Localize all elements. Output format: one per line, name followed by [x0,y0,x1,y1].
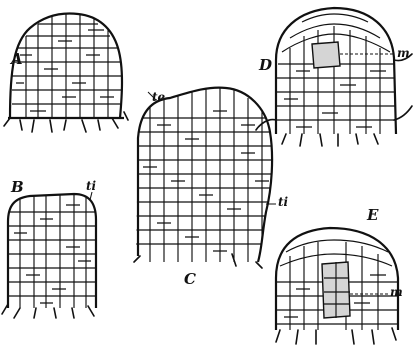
panel-label-b: B [11,180,24,195]
panel-b-specimen [2,192,96,318]
annotation-m-d: m [397,47,410,59]
panel-label-a: A [11,52,23,67]
panel-a-specimen [4,12,128,132]
annotation-te: te [152,91,165,103]
panel-c-specimen [134,86,276,268]
panel-e-specimen [276,228,398,344]
panel-label-e: E [367,208,378,223]
panel-d-specimen [256,8,412,146]
annotation-ti-c: ti [278,196,288,208]
panel-label-d: D [259,58,272,73]
annotation-m-e: m [390,286,403,298]
annotation-ti-b: ti [86,180,96,192]
panel-label-c: C [184,272,196,287]
stippled-cell-d [312,42,340,68]
